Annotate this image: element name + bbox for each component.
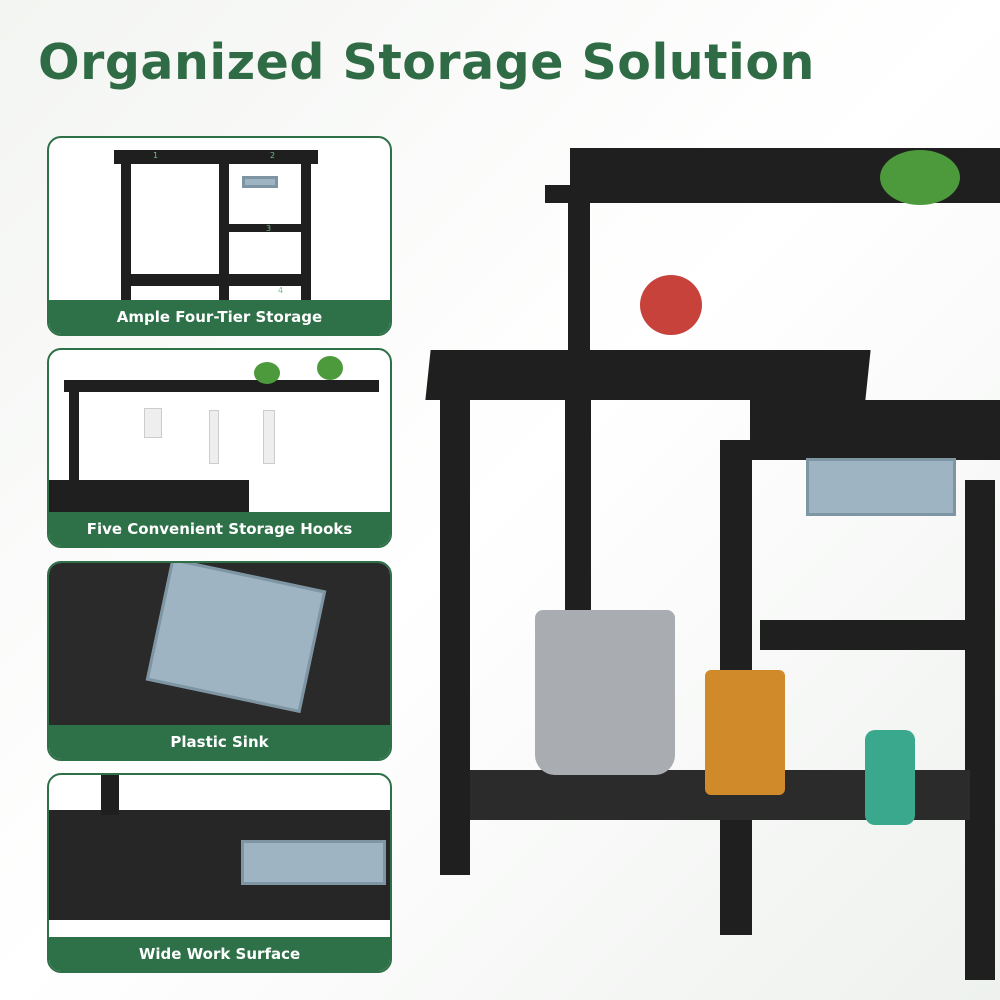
hooks-image <box>49 350 390 516</box>
marker-1: 1 <box>153 151 159 160</box>
marker-3: 3 <box>266 224 272 233</box>
panel-storage-hooks: Five Convenient Storage Hooks <box>47 348 392 548</box>
marker-2: 2 <box>270 151 276 160</box>
work-surface-image <box>49 775 390 937</box>
page-title: Organized Storage Solution <box>38 34 815 91</box>
potting-bench-image <box>420 140 1000 1000</box>
panel-plastic-sink: Plastic Sink <box>47 561 392 761</box>
marker-4: 4 <box>278 286 284 295</box>
panel-label: Wide Work Surface <box>49 937 390 971</box>
sink-closeup-image <box>49 563 390 725</box>
panel-work-surface: Wide Work Surface <box>47 773 392 973</box>
bench-front-image: 1 2 3 4 <box>49 138 390 304</box>
panel-four-tier-storage: 1 2 3 4 Ample Four-Tier Storage <box>47 136 392 336</box>
panel-label: Ample Four-Tier Storage <box>49 300 390 334</box>
panel-label: Plastic Sink <box>49 725 390 759</box>
panel-label: Five Convenient Storage Hooks <box>49 512 390 546</box>
